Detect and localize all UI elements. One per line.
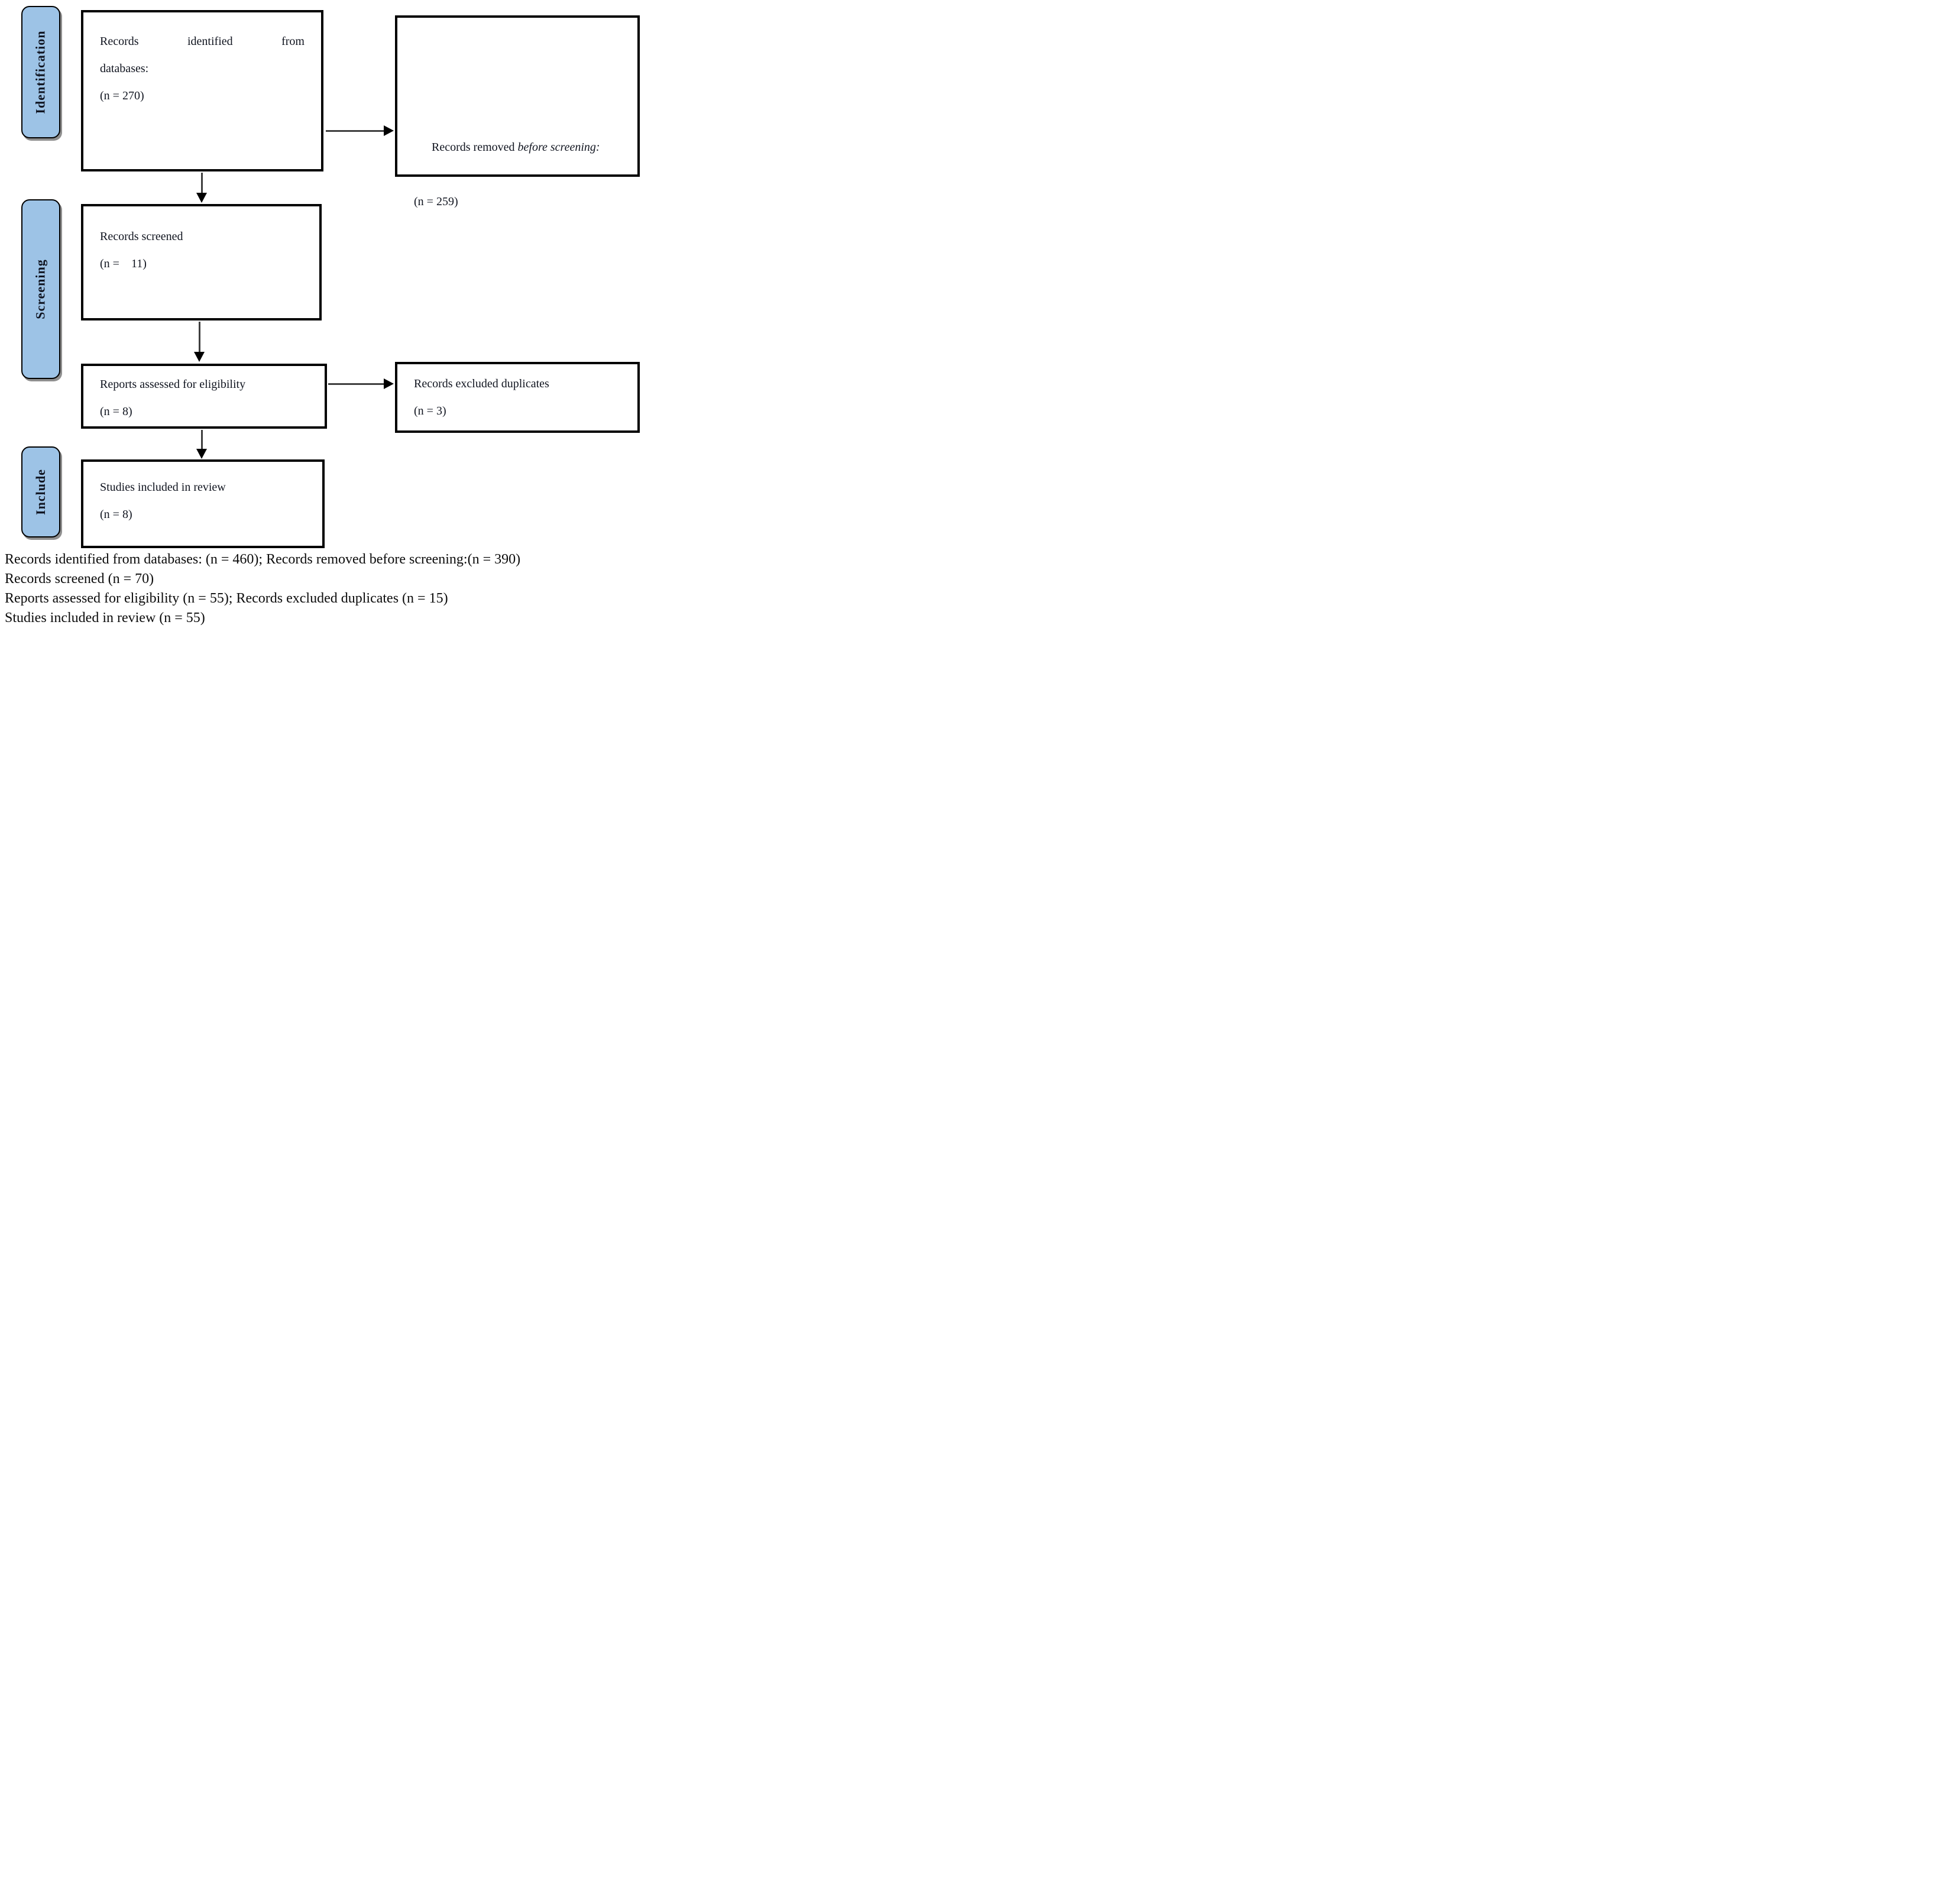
arrow-stem xyxy=(201,173,203,195)
box-records-removed-count: (n = 259) xyxy=(414,195,458,208)
caption-line-4: Studies included in review (n = 55) xyxy=(5,610,205,626)
arrowhead-down-icon xyxy=(196,449,207,459)
box-records-identified-count: (n = 270) xyxy=(100,89,144,102)
box-studies-included-line1: Studies included in review xyxy=(100,481,226,494)
box-records-excluded: Records excluded duplicates (n = 3) xyxy=(395,362,640,433)
removed-text-italic: before screening: xyxy=(517,141,600,154)
figure-caption: Records identified from databases: (n = … xyxy=(5,550,649,628)
stage-label-identification: Identification xyxy=(33,30,48,114)
box-records-excluded-line1: Records excluded duplicates xyxy=(414,377,549,390)
removed-text-normal: Records removed xyxy=(432,141,518,154)
box-records-identified-line1: Records identified from xyxy=(100,28,305,55)
arrowhead-down-icon xyxy=(194,352,205,362)
arrow-stem xyxy=(326,130,385,132)
arrowhead-right-icon xyxy=(384,378,394,389)
word-identified: identified xyxy=(187,35,233,48)
box-records-screened: Records screened (n = 11) xyxy=(81,204,322,320)
stage-label-include: Include xyxy=(33,469,48,515)
stage-pill-screening: Screening xyxy=(21,199,60,379)
box-records-removed: Records removed before screening: (n = 2… xyxy=(395,15,640,208)
box-reports-assessed-line1: Reports assessed for eligibility xyxy=(100,378,246,391)
box-studies-included-count: (n = 8) xyxy=(100,508,132,521)
box-records-identified: Records identified from databases: (n = … xyxy=(81,10,323,171)
arrowhead-down-icon xyxy=(196,193,207,203)
box-records-screened-count: (n = 11) xyxy=(100,257,147,270)
caption-line-3: Reports assessed for eligibility (n = 55… xyxy=(5,591,448,606)
word-from: from xyxy=(281,35,305,48)
stage-pill-include: Include xyxy=(21,446,60,537)
arrow-stem xyxy=(201,430,203,451)
caption-line-2: Records screened (n = 70) xyxy=(5,571,154,587)
arrow-stem xyxy=(199,322,200,354)
stage-label-screening: Screening xyxy=(33,259,48,319)
box-records-removed-line1: Records removed before screening: xyxy=(414,106,621,188)
box-reports-assessed: Reports assessed for eligibility (n = 8) xyxy=(81,364,327,429)
arrowhead-right-icon xyxy=(384,125,394,136)
prisma-flow-diagram: Identification Screening Include Records… xyxy=(0,0,652,634)
arrow-stem xyxy=(328,383,385,385)
box-records-screened-line1: Records screened xyxy=(100,230,183,243)
box-records-identified-line2: databases: xyxy=(100,62,149,75)
box-reports-assessed-count: (n = 8) xyxy=(100,405,132,418)
box-studies-included: Studies included in review (n = 8) xyxy=(81,459,325,548)
caption-line-1: Records identified from databases: (n = … xyxy=(5,552,521,567)
stage-pill-identification: Identification xyxy=(21,6,60,138)
box-records-excluded-count: (n = 3) xyxy=(414,404,446,417)
word-records: Records xyxy=(100,35,139,48)
